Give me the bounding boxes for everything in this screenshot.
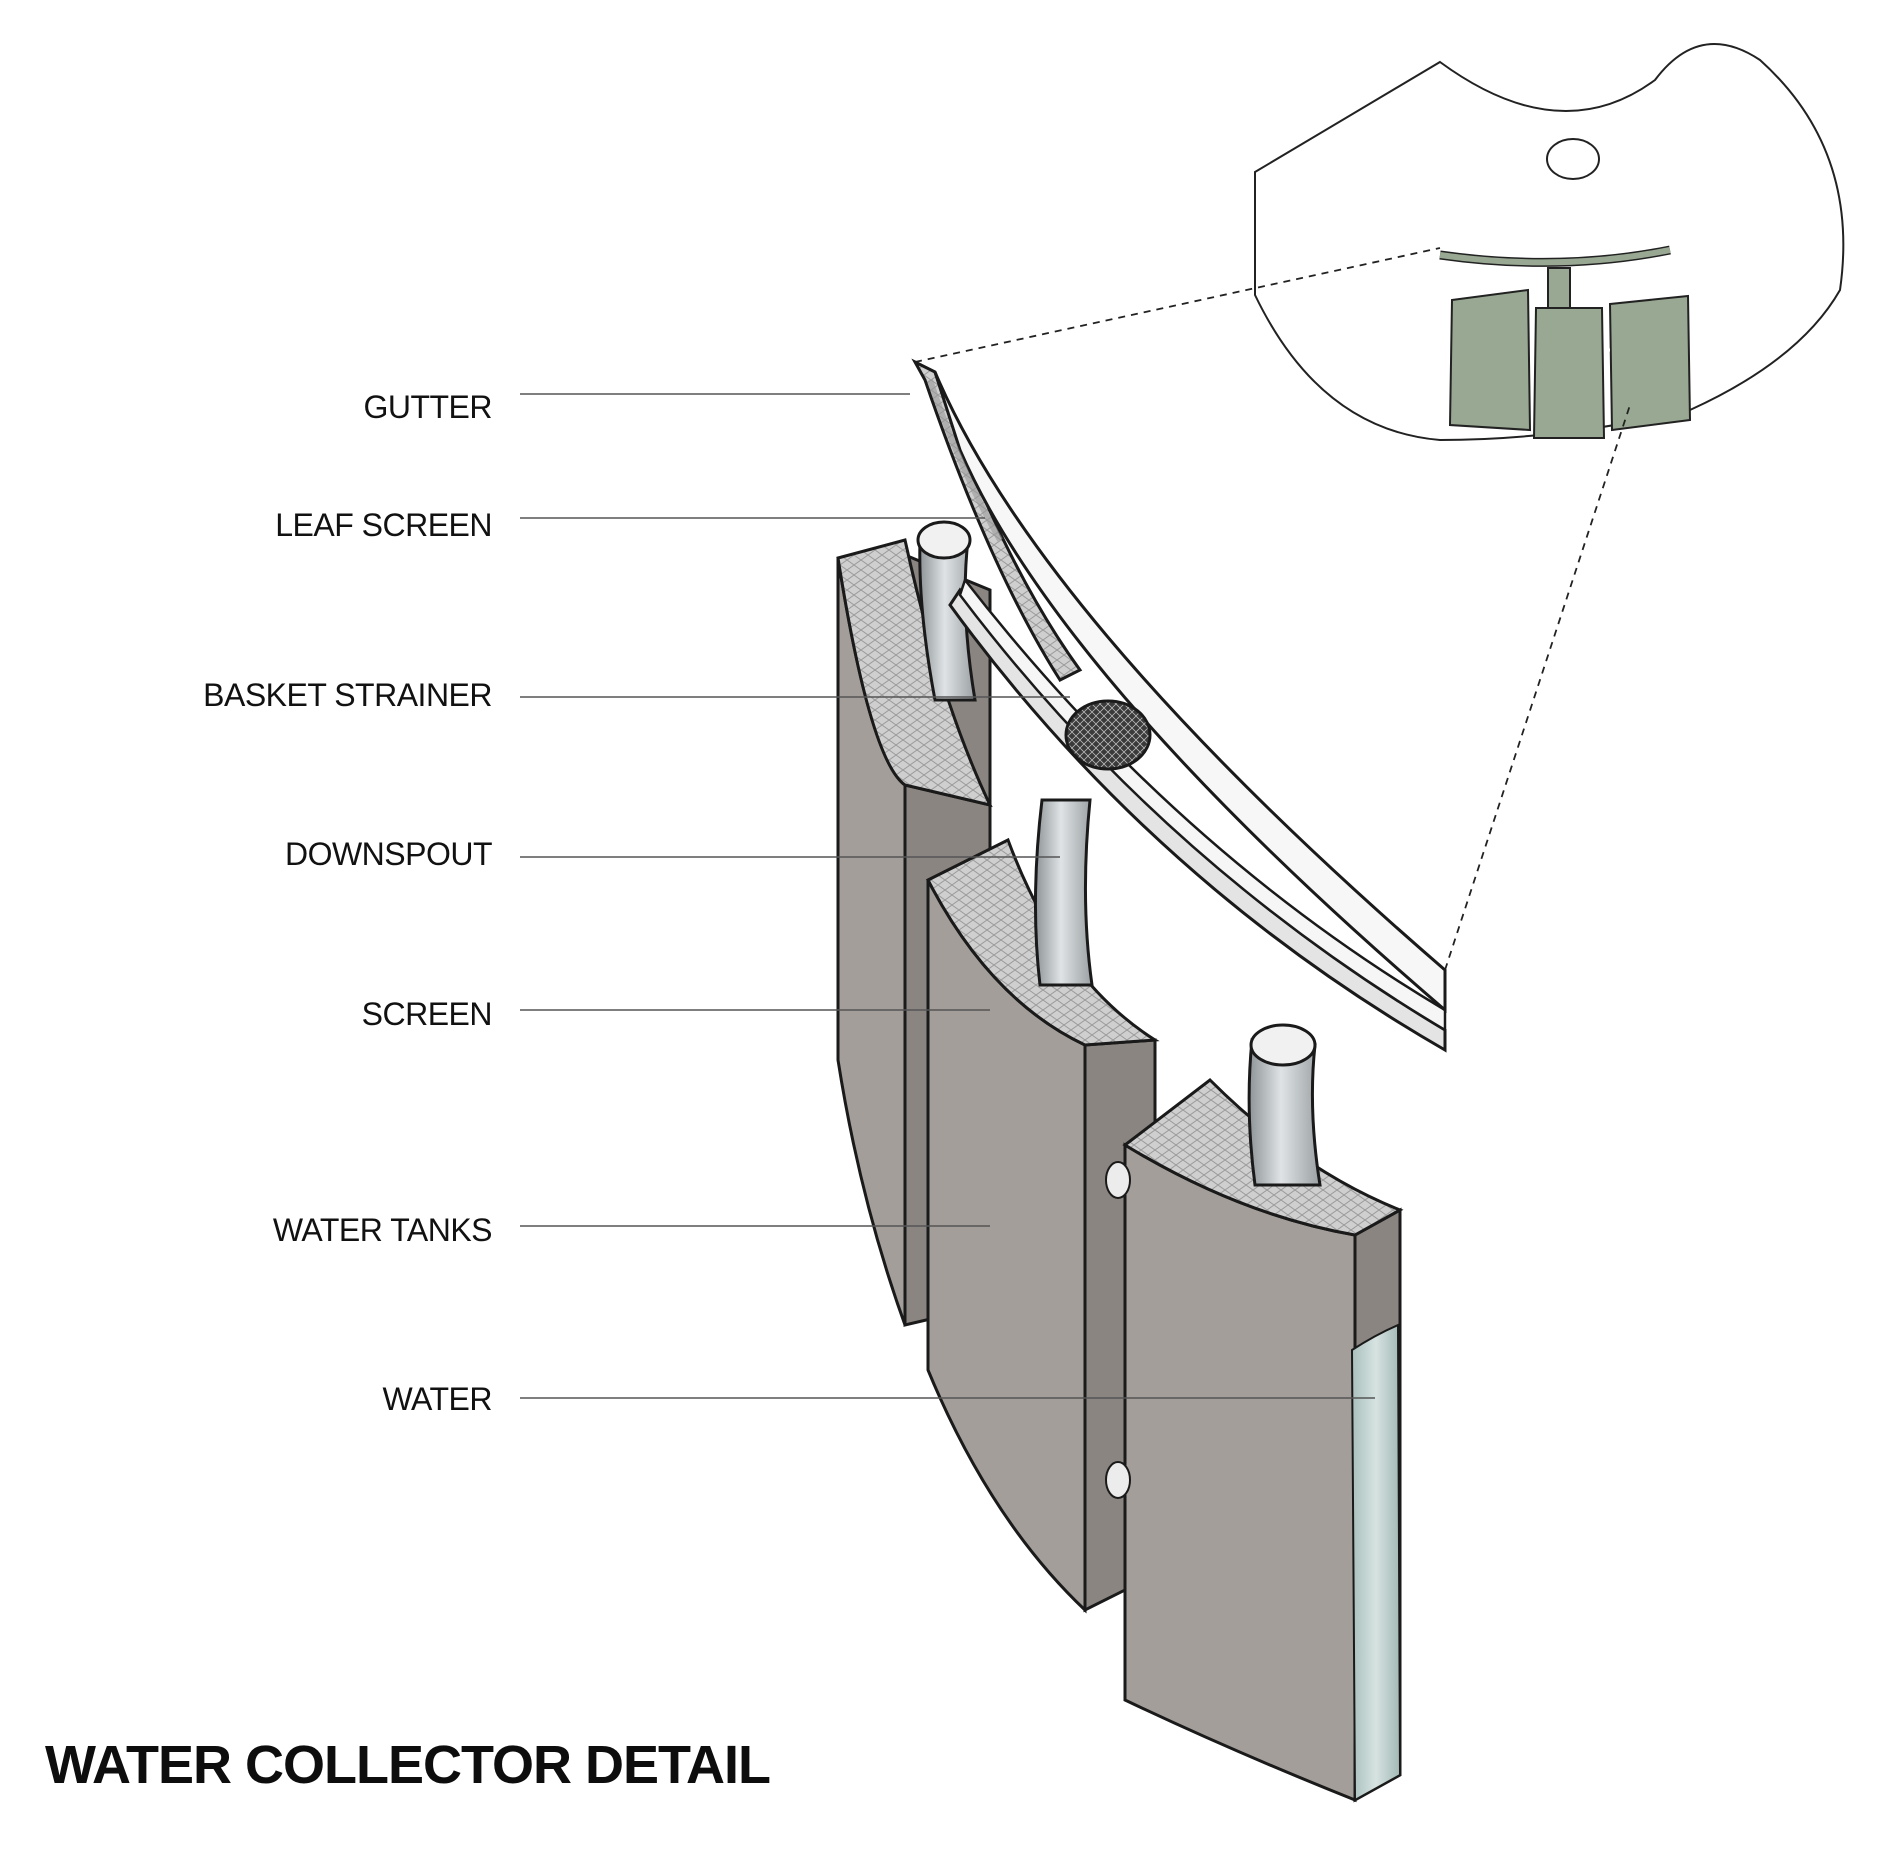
- downspout-pipe-2: [1033, 798, 1094, 987]
- water-fill: [1350, 1323, 1402, 1802]
- inset-tank-left: [1448, 288, 1532, 432]
- inset-detail: [1254, 43, 1845, 442]
- diagram-title: WATER COLLECTOR DETAIL: [45, 1735, 770, 1795]
- projection-line-bottom: [1444, 404, 1631, 971]
- label-gutter: GUTTER: [363, 389, 492, 425]
- water-tank-3: [1105, 1078, 1404, 1803]
- label-water: WATER: [383, 1381, 492, 1417]
- inset-tank-right: [1608, 294, 1692, 432]
- label-leaf-screen: LEAF SCREEN: [275, 507, 492, 543]
- label-water-tanks: WATER TANKS: [273, 1212, 492, 1248]
- projection-line-top: [914, 247, 1441, 363]
- inset-downspout: [1547, 267, 1571, 309]
- inset-tank-middle: [1532, 307, 1606, 439]
- downspout-pipe-3: [1247, 1023, 1322, 1187]
- label-screen: SCREEN: [362, 996, 492, 1032]
- leader-lines: [520, 393, 1375, 1399]
- inset-hole: [1546, 138, 1600, 180]
- label-downspout: DOWNSPOUT: [285, 836, 492, 872]
- basket-strainer: [1064, 699, 1152, 771]
- inset-outline: [1254, 43, 1845, 442]
- downspout-pipe-1: [916, 520, 977, 702]
- label-basket-strainer: BASKET STRAINER: [203, 677, 492, 713]
